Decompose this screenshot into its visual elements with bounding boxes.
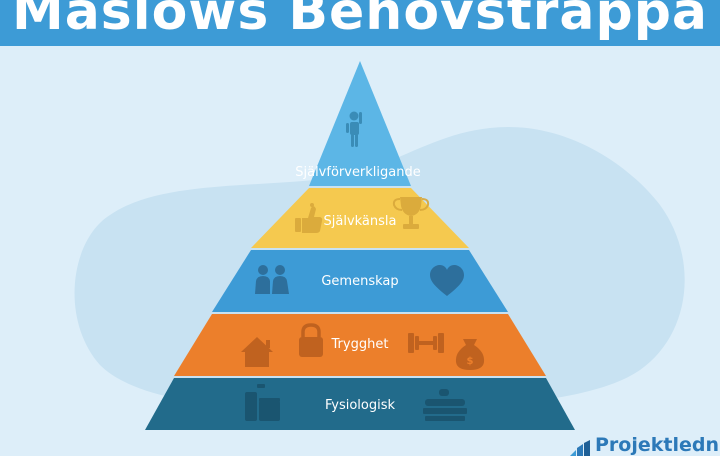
brand-logo-text: Projektledni xyxy=(595,434,720,456)
bed-icon xyxy=(423,389,467,421)
thumbs-up-icon xyxy=(295,203,323,233)
heart-icon xyxy=(430,265,464,296)
trophy-icon xyxy=(392,197,430,229)
svg-text:$: $ xyxy=(467,356,474,367)
level-belonging-label: Gemenskap xyxy=(321,274,398,289)
bar-chart-icon xyxy=(570,440,590,456)
padlock-icon xyxy=(299,323,323,357)
header-bar: Maslows Behovstrappa xyxy=(0,0,720,46)
level-safety: $ Trygghet xyxy=(174,314,546,376)
house-icon xyxy=(241,337,273,367)
level-belonging-band xyxy=(212,250,508,312)
level-self-actualization-label: Självförverkligande xyxy=(295,165,421,180)
page-title: Maslows Behovstrappa xyxy=(11,0,709,42)
level-physiological-label: Fysiologisk xyxy=(325,398,396,413)
money-bag-icon: $ xyxy=(455,339,485,370)
level-physiological: Fysiologisk xyxy=(145,378,575,430)
person-raising-hand-icon xyxy=(346,111,362,147)
level-belonging: Gemenskap xyxy=(212,250,508,312)
level-esteem-label: Självkänsla xyxy=(324,214,397,229)
people-icon xyxy=(255,265,289,294)
level-esteem: Självkänsla xyxy=(251,188,469,248)
food-icon xyxy=(245,384,280,421)
dumbbell-icon xyxy=(408,333,444,353)
level-self-actualization: Självförverkligande xyxy=(295,61,421,186)
level-safety-label: Trygghet xyxy=(331,337,389,352)
